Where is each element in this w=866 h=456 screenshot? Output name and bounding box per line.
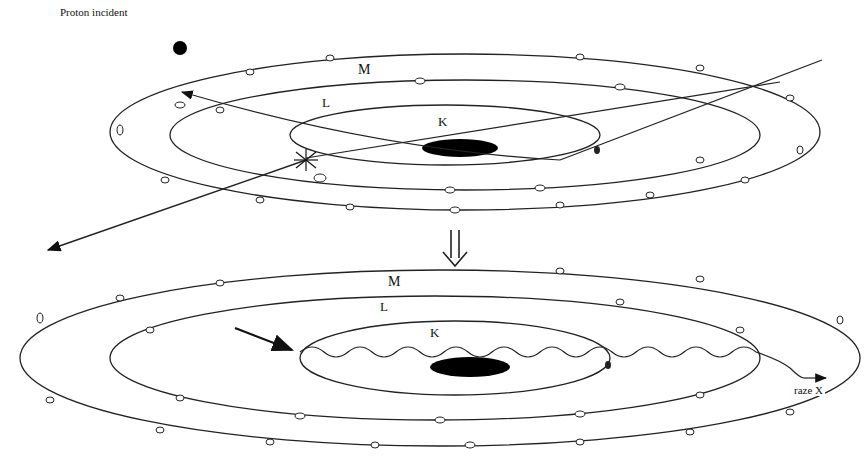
- shell-label: K: [428, 326, 441, 340]
- shell-label: L: [378, 300, 390, 314]
- caption-label: Proton incident: [58, 6, 130, 18]
- shell-label: M: [386, 274, 402, 289]
- radiation-label: raze X: [792, 384, 825, 396]
- shell-label: M: [356, 62, 372, 77]
- shell-label: K: [436, 115, 449, 129]
- shell-label: L: [320, 96, 332, 110]
